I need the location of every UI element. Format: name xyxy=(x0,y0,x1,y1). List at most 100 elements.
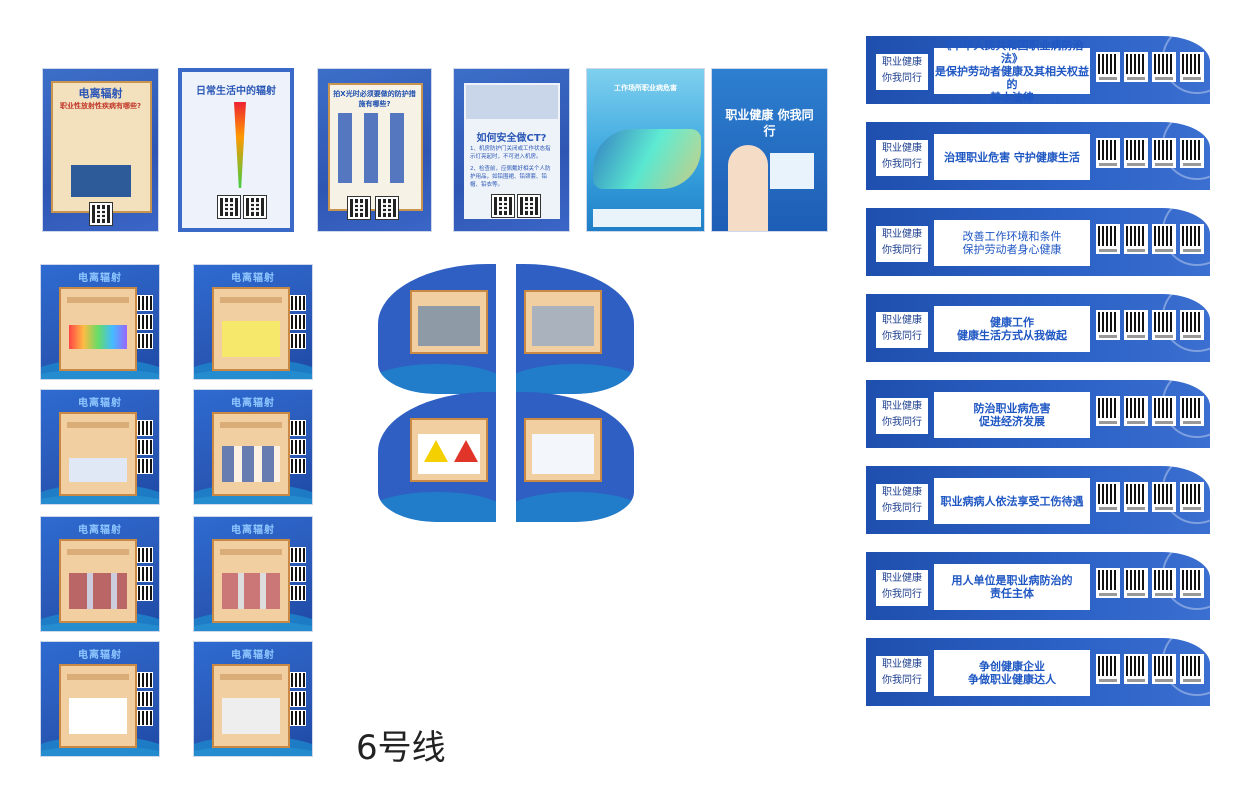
qr-code-icon xyxy=(1152,654,1176,684)
qr-code-icon xyxy=(517,194,541,218)
card-header xyxy=(220,422,282,428)
hazard-warning-icon xyxy=(454,440,478,462)
banner-line: 职业病病人依法享受工伤待遇 xyxy=(940,494,1084,508)
banner-side-label: 职业健康 你我同行 xyxy=(876,398,928,434)
qr-code-icon xyxy=(243,195,267,219)
banner: 职业健康 你我同行 防治职业病危害 促进经济发展 xyxy=(866,380,1210,448)
banner-line: 是保护劳动者健康及其相关权益的 xyxy=(935,64,1089,91)
qr-code-group xyxy=(1096,224,1204,254)
poster-line: 2、检查前，应佩戴好相关个人防护用品，如铅围裙、铅颈套、铅帽、铅衣等。 xyxy=(470,166,551,188)
panel-image xyxy=(418,306,480,346)
square-panel: 电离辐射 xyxy=(193,516,313,632)
qr-code-icon xyxy=(1096,568,1120,598)
panel-card xyxy=(59,664,137,748)
qr-code-icon xyxy=(290,295,308,352)
qr-code-icon xyxy=(375,196,399,220)
banner-main-text: 治理职业危害 守护健康生活 xyxy=(934,134,1090,180)
card-header xyxy=(220,674,282,680)
radiation-warning-icon xyxy=(424,440,448,462)
qr-code-icon xyxy=(217,195,241,219)
banner: 职业健康 你我同行 争创健康企业 争做职业健康达人 xyxy=(866,638,1210,706)
qr-code-icon xyxy=(137,672,155,729)
qr-code-icon xyxy=(1096,52,1120,82)
qr-code-icon xyxy=(290,420,308,477)
banner-line: 争做职业健康达人 xyxy=(968,673,1056,686)
poster-footer xyxy=(593,209,701,227)
banner-line: 防治职业病危害 xyxy=(973,402,1051,415)
qr-code-icon xyxy=(1096,482,1120,512)
protective-gear-icons xyxy=(338,113,414,183)
arched-panel xyxy=(378,392,496,522)
poster-title: 日常生活中的辐射 xyxy=(196,86,276,97)
square-panel: 电离辐射 xyxy=(193,641,313,757)
qr-code-icon xyxy=(1124,310,1148,340)
banner-side-label: 职业健康 你我同行 xyxy=(876,140,928,176)
poster-subtitle: 职业性放射性疾病有哪些? xyxy=(59,102,142,110)
qr-code-icon xyxy=(1180,224,1204,254)
banner: 职业健康 你我同行 改善工作环境和条件 保护劳动者身心健康 xyxy=(866,208,1210,276)
panel-card xyxy=(524,290,602,354)
banner-line: 用人单位是职业病防治的 xyxy=(951,574,1073,587)
qr-code-icon xyxy=(1152,138,1176,168)
arched-panel xyxy=(378,264,496,394)
banner-side-label: 职业健康 你我同行 xyxy=(876,484,928,520)
qr-code-icon xyxy=(1124,52,1148,82)
qr-code-icon xyxy=(1124,396,1148,426)
panel-image xyxy=(222,573,280,609)
panel-image xyxy=(69,698,127,734)
card-header xyxy=(67,422,129,428)
panel-image xyxy=(222,446,280,482)
panel-card xyxy=(524,418,602,482)
card-header xyxy=(67,674,129,680)
qr-code-icon xyxy=(1124,138,1148,168)
qr-code-group xyxy=(1096,52,1204,82)
poster-title: 工作场所职业病危害 xyxy=(614,84,677,92)
banner-line: 治理职业危害 守护健康生活 xyxy=(944,150,1080,164)
panel-card xyxy=(212,664,290,748)
banner: 职业健康 你我同行 用人单位是职业病防治的 责任主体 xyxy=(866,552,1210,620)
ct-scanner-image xyxy=(466,85,558,119)
qr-code-icon xyxy=(1152,396,1176,426)
qr-code-icon xyxy=(1180,138,1204,168)
panel-image xyxy=(222,698,280,734)
qr-code-group xyxy=(1096,482,1204,512)
panel-title: 电离辐射 xyxy=(231,525,275,536)
wave-decor xyxy=(516,492,634,522)
line-label: 6号线 xyxy=(356,728,446,768)
panel-title: 电离辐射 xyxy=(231,273,275,284)
banner-line: 健康生活方式从我做起 xyxy=(957,329,1067,342)
panel-card xyxy=(410,418,488,482)
qr-code-icon xyxy=(137,420,155,477)
wave-decor xyxy=(378,492,496,522)
card-header xyxy=(220,549,282,555)
square-panel: 电离辐射 xyxy=(40,264,160,380)
banner-line: 争创健康企业 xyxy=(979,660,1045,673)
banner-side-label: 职业健康 你我同行 xyxy=(876,570,928,606)
qr-code-icon xyxy=(1180,482,1204,512)
radiation-scale-graphic xyxy=(234,102,246,188)
banner-line: 健康工作 xyxy=(990,316,1034,329)
qr-code-icon xyxy=(1124,568,1148,598)
qr-code-icon xyxy=(1096,654,1120,684)
banner-main-text: 健康工作 健康生活方式从我做起 xyxy=(934,306,1090,352)
poster-title: 如何安全做CT? xyxy=(476,133,547,144)
banner: 职业健康 你我同行 健康工作 健康生活方式从我做起 xyxy=(866,294,1210,362)
arched-panel xyxy=(516,264,634,394)
qr-code-icon xyxy=(1152,224,1176,254)
qr-code-icon xyxy=(89,202,113,226)
qr-code-icon xyxy=(1152,482,1176,512)
banner-line: 改善工作环境和条件 xyxy=(962,230,1062,243)
banner: 职业健康 你我同行 《中华人民共和国职业病防治法》 是保护劳动者健康及其相关权益… xyxy=(866,36,1210,104)
banner-main-text: 用人单位是职业病防治的 责任主体 xyxy=(934,564,1090,610)
banner-side-label: 职业健康 你我同行 xyxy=(876,226,928,262)
banner-line: 《中华人民共和国职业病防治法》 xyxy=(940,38,1084,65)
qr-code-icon xyxy=(290,672,308,729)
panel-title: 电离辐射 xyxy=(231,398,275,409)
square-panel: 电离辐射 xyxy=(40,389,160,505)
poster-title: 职业健康 你我同行 xyxy=(725,108,814,138)
qr-code-icon xyxy=(1124,654,1148,684)
qr-code-group xyxy=(1096,654,1204,684)
banner-line: 责任主体 xyxy=(990,587,1034,600)
qr-code-icon xyxy=(1180,396,1204,426)
